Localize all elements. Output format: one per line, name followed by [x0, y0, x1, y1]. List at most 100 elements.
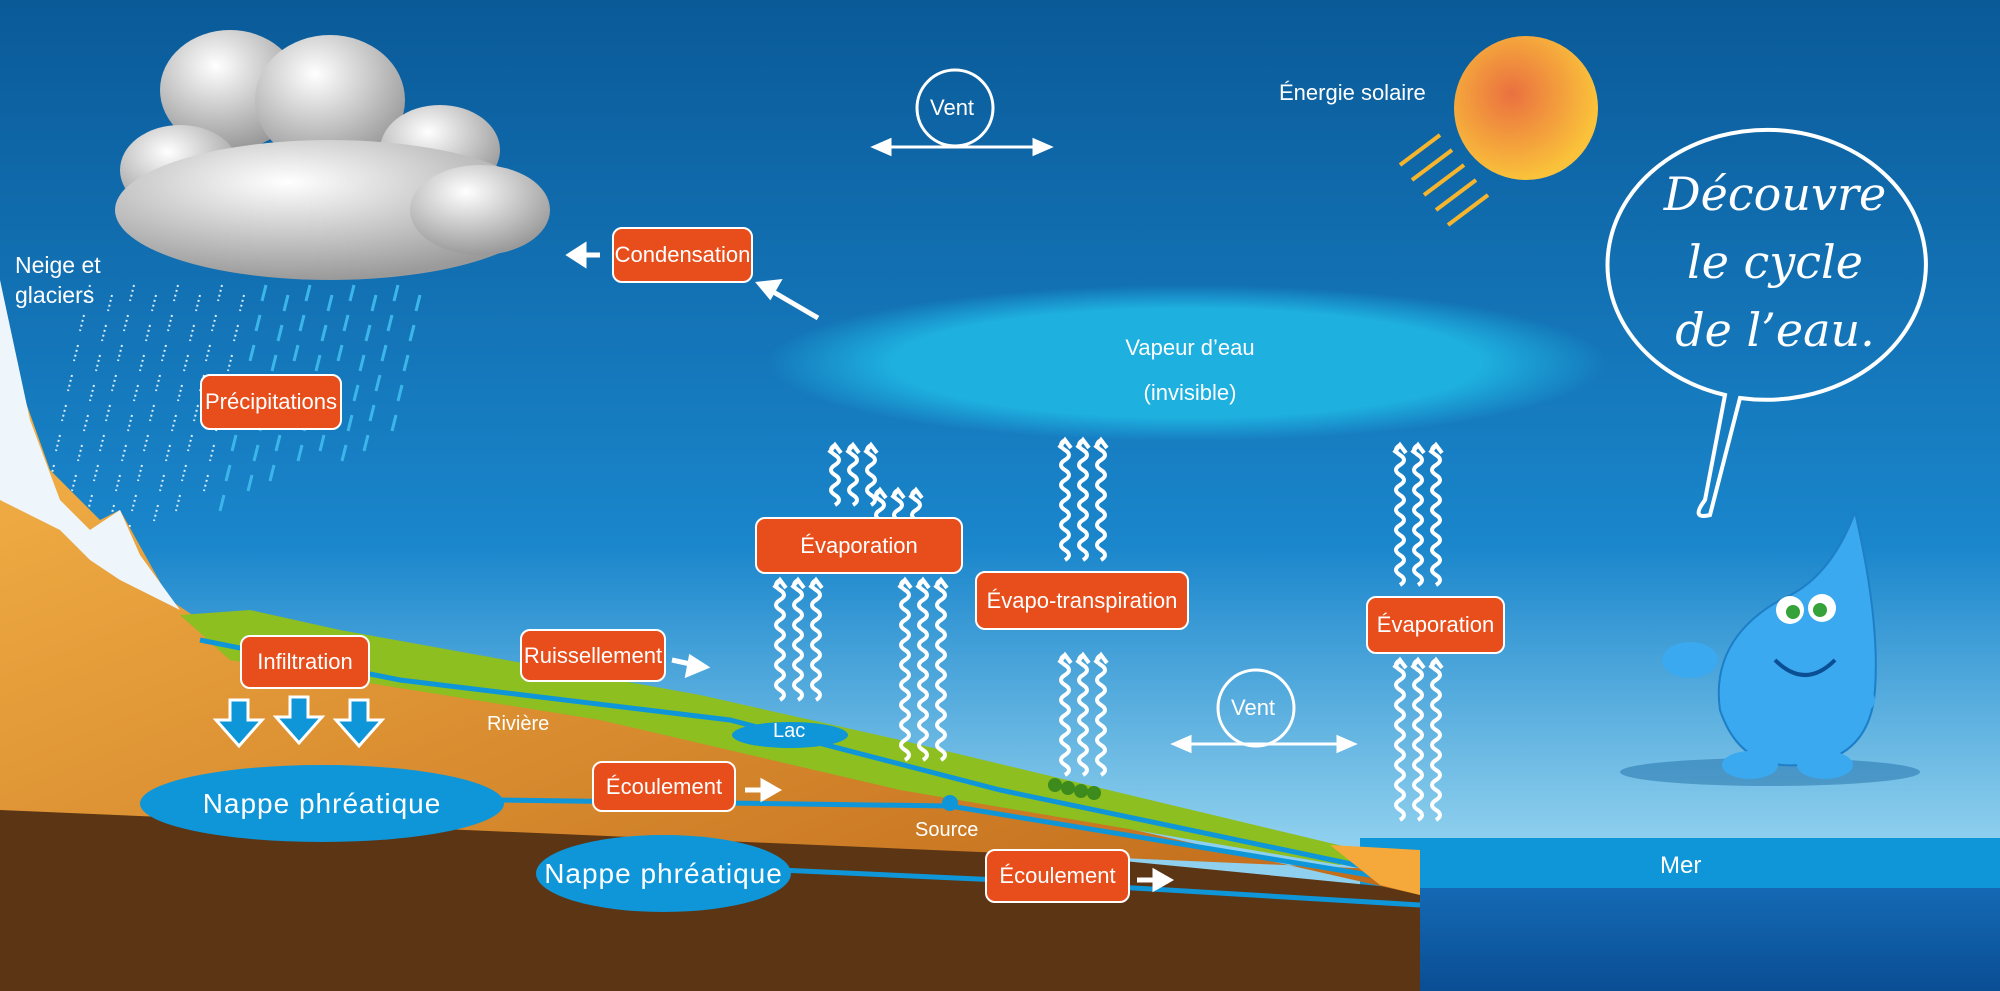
label-ruissellement: Ruissellement: [520, 629, 666, 682]
raindrop: [268, 464, 276, 482]
raindrop: [218, 494, 226, 512]
snow-peak: [0, 280, 180, 610]
spring-dot: [942, 795, 958, 811]
raindrop: [318, 434, 326, 452]
raindrop: [408, 324, 416, 342]
evaporation-arrow-icon: [933, 576, 949, 762]
raindrop: [320, 324, 328, 342]
evaporation-arrow-icon: [1428, 656, 1444, 822]
evaporation-arrow-icon: [1093, 651, 1109, 777]
raindrop: [282, 294, 290, 312]
label-evapo-transpiration: Évapo-transpiration: [975, 571, 1189, 630]
raindrop: [414, 294, 422, 312]
cloud: [115, 30, 550, 280]
evaporation-arrow-icon: [1392, 441, 1408, 587]
raindrop: [292, 344, 300, 362]
raindrop: [370, 294, 378, 312]
raindrop: [298, 314, 306, 332]
evaporation-arrow-icon: [1410, 656, 1426, 822]
infiltration-arrows-icon: [212, 695, 386, 749]
wind-symbol-bottom: [1170, 668, 1358, 754]
raindrop: [224, 464, 232, 482]
sand-beach: [1330, 845, 1420, 895]
evaporation-arrow-icon: [827, 441, 843, 507]
raindrop: [304, 284, 312, 302]
sea-surface: [1360, 838, 2000, 888]
label-evaporation-lake: Évaporation: [755, 517, 963, 574]
evaporation-arrow-icon: [1057, 436, 1073, 562]
mountain: [0, 330, 1420, 895]
raindrop: [246, 474, 254, 492]
evaporation-arrow-icon: [1093, 436, 1109, 562]
label-energie-solaire: Énergie solaire: [1279, 80, 1426, 105]
label-nappe-2: Nappe phréatique: [544, 857, 783, 889]
raindrop: [362, 434, 370, 452]
evaporation-arrow-icon: [1075, 436, 1091, 562]
bubble-line-1: Découvre: [1663, 167, 1887, 221]
water-drop-mascot: [1620, 508, 1920, 786]
raindrop: [386, 314, 394, 332]
evaporation-arrow-icon: [1410, 441, 1426, 587]
speech-bubble: [1605, 127, 1928, 518]
speech-bubble-text: Découvre le cycle de l’eau.: [1615, 160, 1935, 364]
groundwater-2: Nappe phréatique: [536, 835, 791, 912]
label-vent-bottom: Vent: [1231, 695, 1276, 720]
label-source: Source: [915, 819, 979, 841]
raindrop: [314, 354, 322, 372]
sun: [1454, 36, 1598, 180]
label-lac: Lac: [773, 720, 806, 742]
evaporation-arrow-icon: [772, 576, 788, 702]
raindrop: [248, 344, 256, 362]
raindrop: [342, 314, 350, 332]
raindrop: [340, 444, 348, 462]
label-ecoulement-1: Écoulement: [592, 761, 736, 812]
evaporation-arrow-icon: [808, 576, 824, 702]
label-infiltration: Infiltration: [240, 635, 370, 689]
raindrop: [396, 384, 404, 402]
evaporation-arrow-icon: [1428, 441, 1444, 587]
raindrop: [364, 324, 372, 342]
raindrop: [274, 434, 282, 452]
lake: [732, 722, 848, 748]
trees: [1048, 778, 1101, 800]
raindrop: [348, 284, 356, 302]
label-vapeur-line2: (invisible): [1143, 380, 1237, 405]
evaporation-arrow-icon: [790, 576, 806, 702]
raindrop: [392, 284, 400, 302]
raindrop: [276, 324, 284, 342]
label-neige-et-glaciers: Neige et glaciers: [15, 252, 101, 308]
evaporation-arrow-icon: [1075, 651, 1091, 777]
evaporation-arrow-icon: [845, 441, 861, 507]
raindrop: [336, 344, 344, 362]
evaporation-waves: [772, 436, 1444, 822]
label-condensation: Condensation: [612, 227, 753, 283]
bubble-line-2: le cycle: [1686, 235, 1863, 289]
evaporation-arrow-icon: [897, 576, 913, 762]
label-riviere: Rivière: [487, 713, 550, 735]
raindrop: [270, 354, 278, 372]
raindrop: [254, 314, 262, 332]
raindrop: [358, 354, 366, 372]
groundwater-1: Nappe phréatique: [140, 765, 504, 842]
label-mer: Mer: [1660, 852, 1702, 879]
evaporation-arrow-icon: [915, 576, 931, 762]
raindrop: [260, 284, 268, 302]
raindrop: [368, 404, 376, 422]
raindrop: [252, 444, 260, 462]
raindrop: [390, 414, 398, 432]
label-vent-top: Vent: [930, 95, 975, 120]
raindrop: [326, 294, 334, 312]
evaporation-arrow-icon: [1057, 651, 1073, 777]
raindrop: [352, 384, 360, 402]
raindrop: [380, 344, 388, 362]
label-nappe-1: Nappe phréatique: [202, 787, 442, 819]
raindrop: [374, 374, 382, 392]
raindrop: [402, 354, 410, 372]
water-vapour-cloud: [767, 285, 1607, 441]
raindrop: [296, 444, 304, 462]
evaporation-arrow-icon: [1392, 656, 1408, 822]
label-vapeur-line1: Vapeur d’eau: [1125, 335, 1255, 360]
label-evaporation-sea: Évaporation: [1366, 596, 1505, 654]
raindrop: [230, 434, 238, 452]
